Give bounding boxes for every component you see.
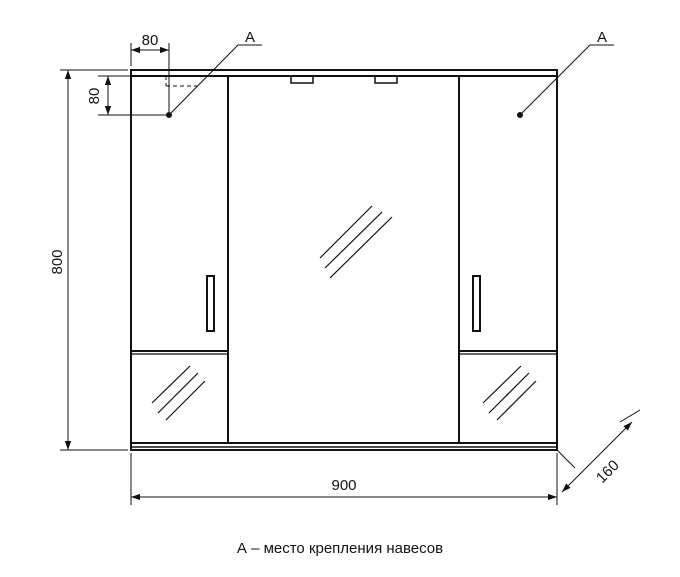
cabinet-body: [130, 69, 558, 451]
label-top-width: 80: [142, 32, 159, 49]
mount-detail-dashed: [165, 76, 200, 87]
label-depth: 160: [593, 457, 623, 487]
marker-label-left: A: [245, 29, 255, 46]
right-shelf-glass-hatch: [482, 365, 537, 421]
mirror-glass-hatch: [319, 205, 393, 279]
legend-caption: А – место крепления навесов: [236, 540, 444, 557]
dim-width: [130, 453, 558, 505]
left-door-handle: [206, 275, 215, 332]
marker-leaders: [168, 44, 614, 116]
dim-depth: [556, 409, 641, 493]
marker-label-right: A: [597, 29, 607, 46]
lamp-right: [374, 75, 398, 84]
dim-top-width: [130, 43, 170, 112]
dim-top-height: [98, 75, 166, 116]
lamp-left: [290, 75, 314, 84]
dim-height: [60, 69, 128, 451]
left-shelf-glass-hatch: [151, 365, 206, 421]
label-top-height: 80: [86, 88, 103, 105]
cabinet-outline: [130, 69, 558, 451]
label-height: 800: [49, 249, 66, 274]
right-door-handle: [472, 275, 481, 332]
label-width: 900: [331, 477, 356, 494]
